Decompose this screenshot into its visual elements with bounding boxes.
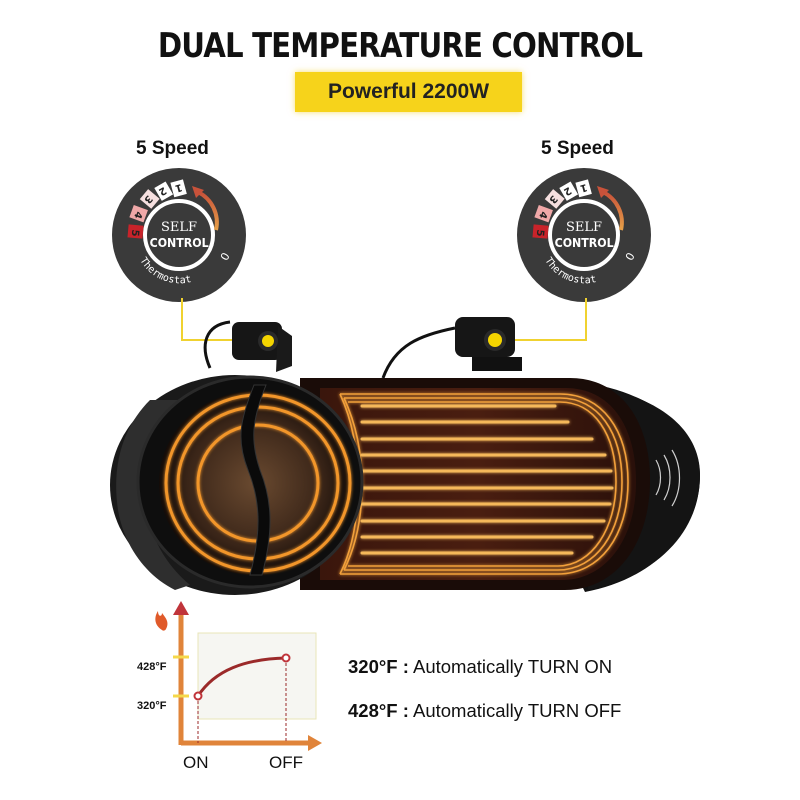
legend-turn-on: 320°F : Automatically TURN ON — [348, 656, 613, 677]
temperature-graph — [155, 601, 322, 751]
svg-text:1: 1 — [579, 181, 589, 193]
y-tick-428: 428°F — [137, 661, 167, 673]
right-temperature-probe — [455, 317, 522, 371]
left-temperature-probe — [232, 322, 292, 372]
legend-turn-off: 428°F : Automatically TURN OFF — [348, 700, 622, 721]
svg-text:CONTROL: CONTROL — [150, 236, 210, 251]
y-tick-320: 320°F — [137, 700, 167, 712]
svg-text:4: 4 — [131, 210, 144, 220]
svg-text:SELF: SELF — [566, 220, 602, 235]
svg-text:5: 5 — [129, 229, 141, 237]
left-speed-label: 5 Speed — [136, 138, 209, 159]
right-speed-label: 5 Speed — [541, 138, 614, 159]
svg-text:5: 5 — [534, 229, 546, 237]
dial-graphic-icon: 1 2 3 4 5 SELF CONTROL Thermostat 0 — [518, 169, 650, 301]
x-label-on: ON — [183, 753, 209, 772]
grill-heating-bars — [360, 404, 614, 555]
left-thermostat-dial: 1 2 3 4 5 SELF CONTROL Thermostat 0 — [112, 168, 246, 302]
flame-icon — [155, 611, 168, 631]
svg-text:1: 1 — [174, 181, 184, 193]
power-badge: Powerful 2200W — [295, 72, 522, 112]
right-thermostat-dial: 1 2 3 4 5 SELF CONTROL Thermostat 0 — [517, 168, 651, 302]
svg-text:SELF: SELF — [161, 220, 197, 235]
right-callout-line — [496, 298, 587, 341]
svg-text:2: 2 — [156, 184, 168, 197]
page-title: DUAL TEMPERATURE CONTROL — [157, 26, 643, 66]
dial-graphic-icon: 1 2 3 4 5 SELF CONTROL Thermostat 0 — [113, 169, 245, 301]
svg-text:CONTROL: CONTROL — [555, 236, 615, 251]
svg-text:4: 4 — [536, 210, 549, 220]
hot-pot — [110, 375, 364, 595]
x-label-off: OFF — [269, 753, 303, 772]
svg-text:2: 2 — [561, 184, 573, 197]
